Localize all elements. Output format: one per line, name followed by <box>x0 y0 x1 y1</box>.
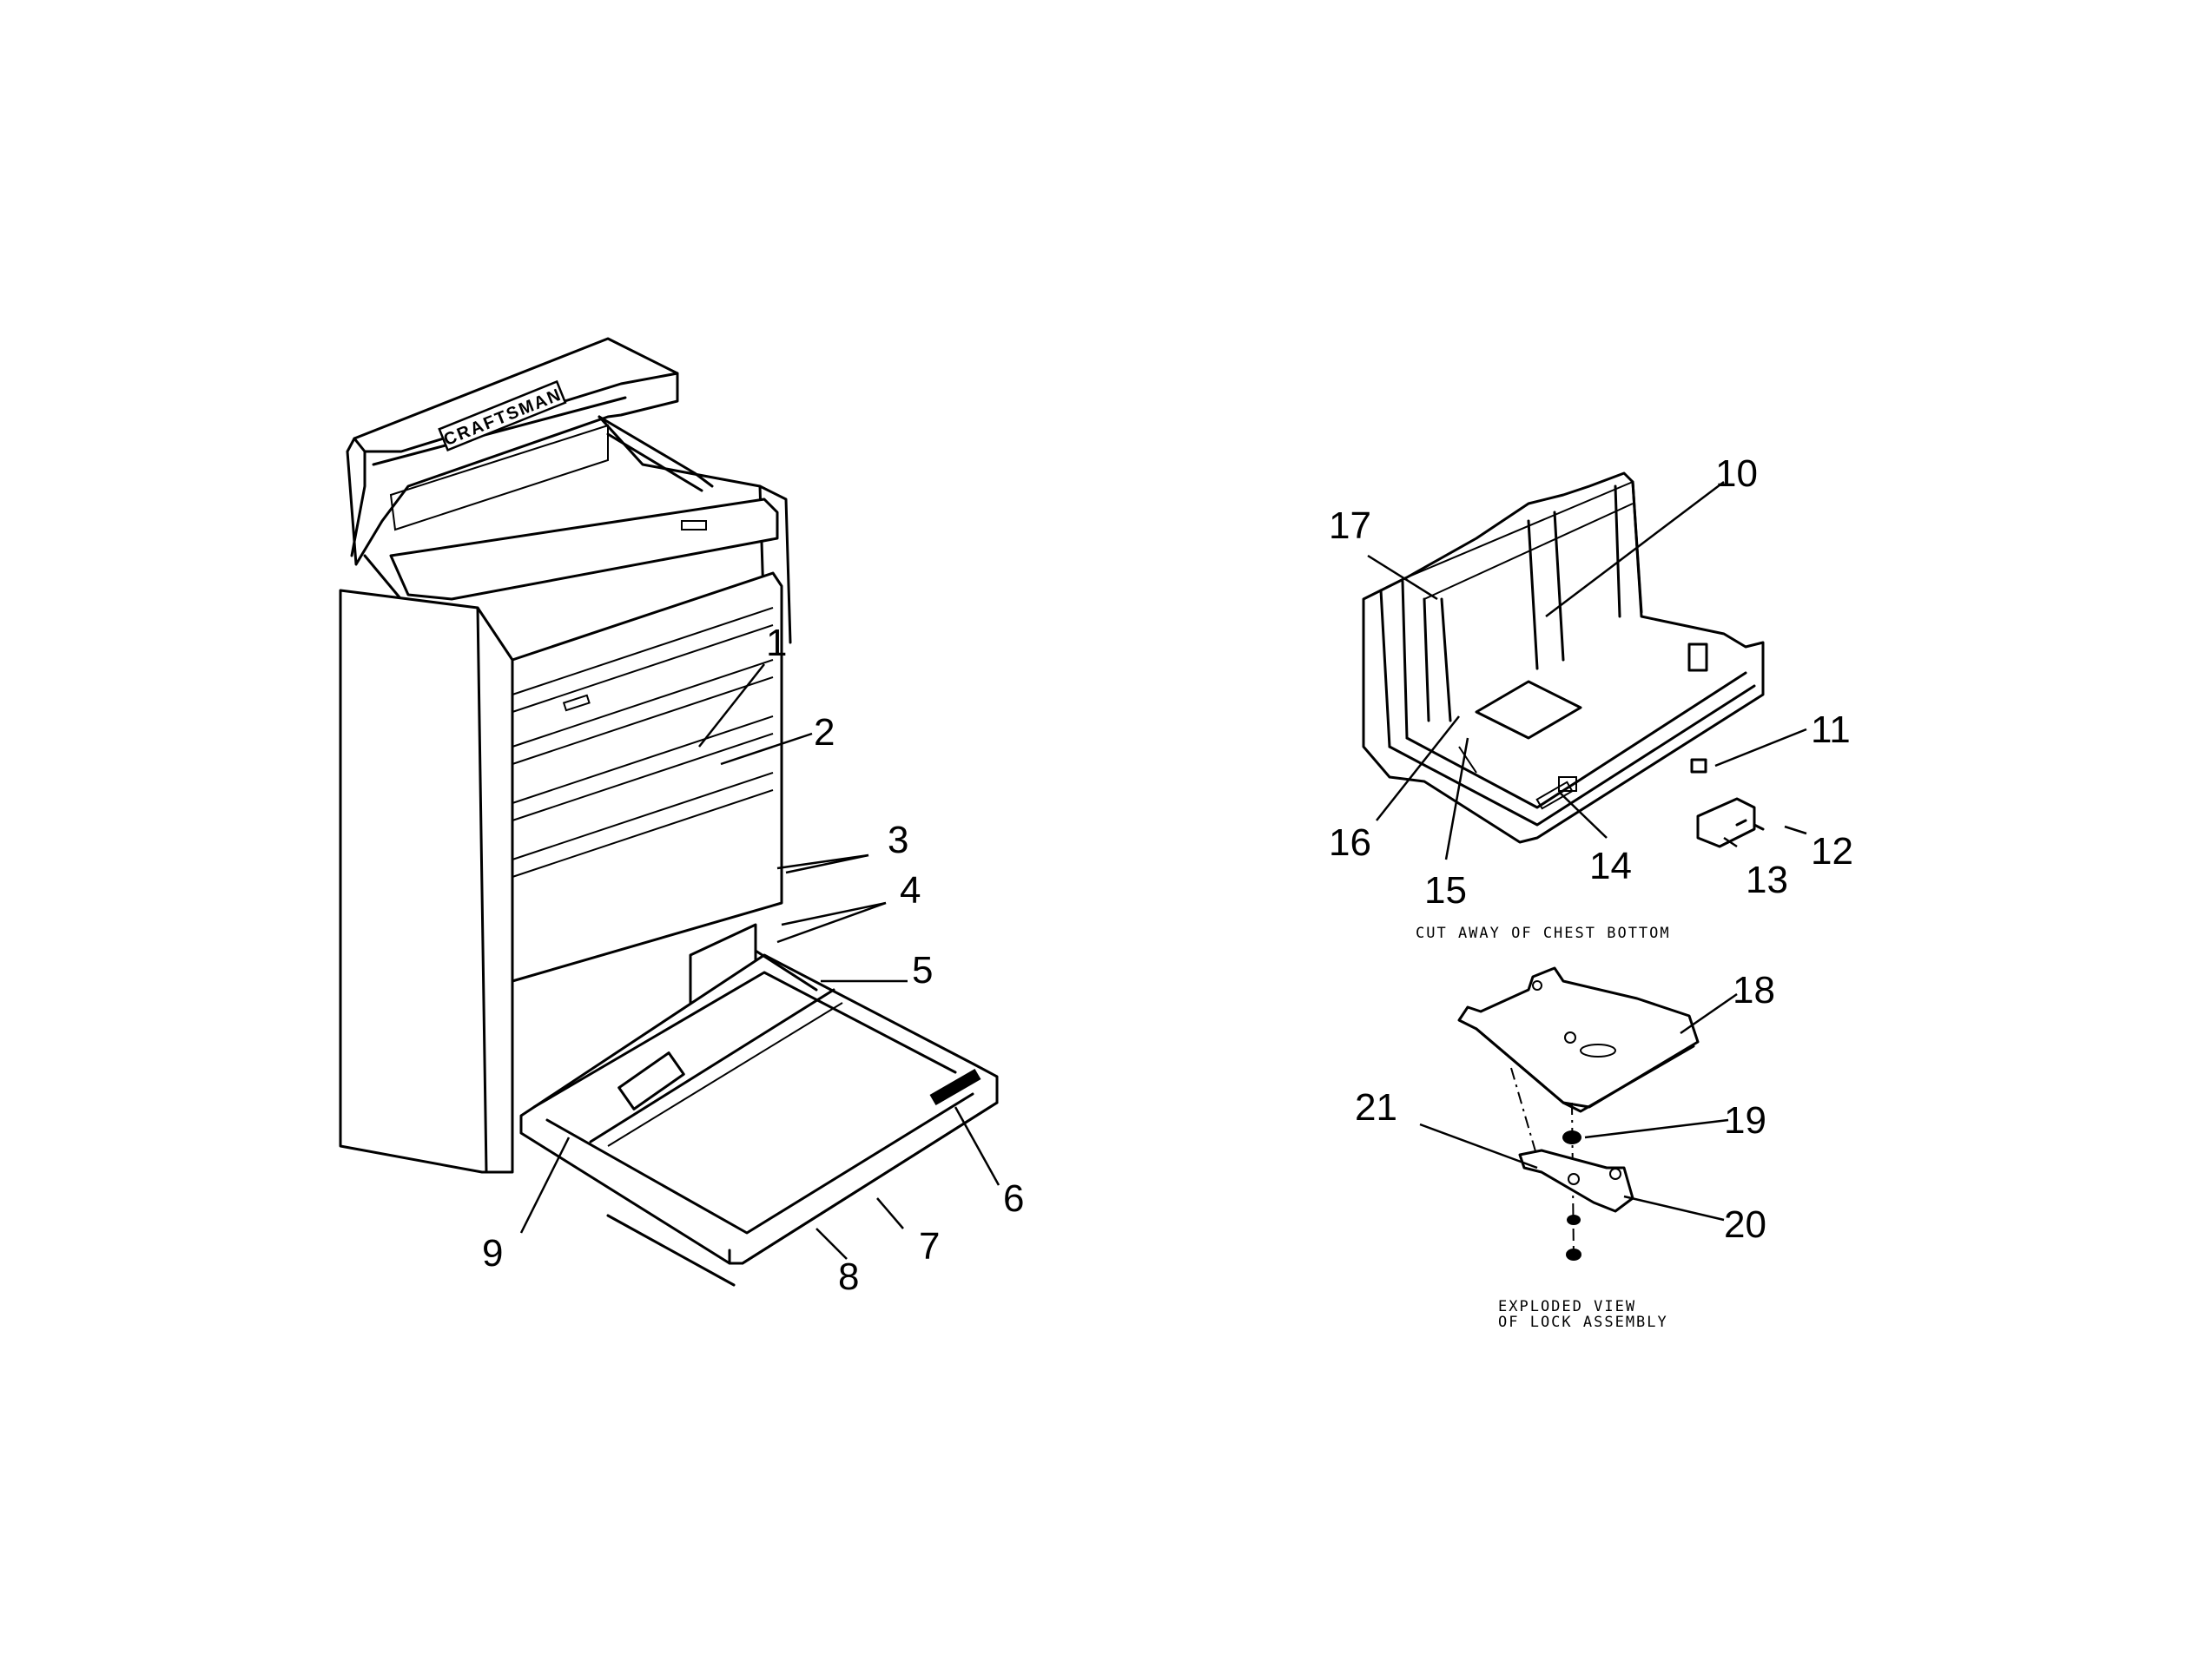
callout-6: 6 <box>1003 1177 1024 1220</box>
lock-callout-leaders <box>1419 992 1738 1222</box>
callout-3: 3 <box>888 819 908 861</box>
callout-10: 10 <box>1715 452 1758 495</box>
callout-21: 21 <box>1355 1086 1397 1129</box>
callout-20: 20 <box>1724 1203 1766 1246</box>
tool-chest-drawing: CRAFTSMAN <box>339 337 999 1287</box>
callout-19: 19 <box>1724 1099 1766 1142</box>
lock-assembly-drawing <box>1457 966 1700 1261</box>
callout-17: 17 <box>1329 504 1371 547</box>
callout-7: 7 <box>919 1225 940 1268</box>
cutaway-callout-leaders <box>1367 481 1807 860</box>
callout-4: 4 <box>900 869 921 912</box>
lock-caption-line1: EXPLODED VIEW <box>1498 1298 1636 1315</box>
callout-18: 18 <box>1733 969 1775 1012</box>
callout-15: 15 <box>1424 869 1467 912</box>
cutaway-callout-labels: 10 11 12 13 14 15 16 17 <box>1329 452 1853 912</box>
cutaway-caption: CUT AWAY OF CHEST BOTTOM <box>1416 925 1671 942</box>
callout-5: 5 <box>912 949 933 992</box>
callout-11: 11 <box>1811 708 1851 751</box>
callout-13: 13 <box>1746 859 1788 901</box>
callout-2: 2 <box>814 711 835 754</box>
cutaway-drawing <box>1362 471 1765 848</box>
callout-12: 12 <box>1811 830 1853 873</box>
lock-caption-line2: OF LOCK ASSEMBLY <box>1498 1314 1668 1331</box>
main-callout-labels: 1 2 3 4 5 6 7 8 9 <box>482 622 1024 1298</box>
callout-8: 8 <box>838 1255 859 1298</box>
callout-9: 9 <box>482 1232 503 1275</box>
main-callout-leaders <box>519 663 1000 1260</box>
callout-1: 1 <box>766 622 787 664</box>
lock-callout-labels: 18 19 20 21 <box>1355 969 1775 1246</box>
callout-14: 14 <box>1589 845 1632 887</box>
callout-16: 16 <box>1329 821 1371 864</box>
